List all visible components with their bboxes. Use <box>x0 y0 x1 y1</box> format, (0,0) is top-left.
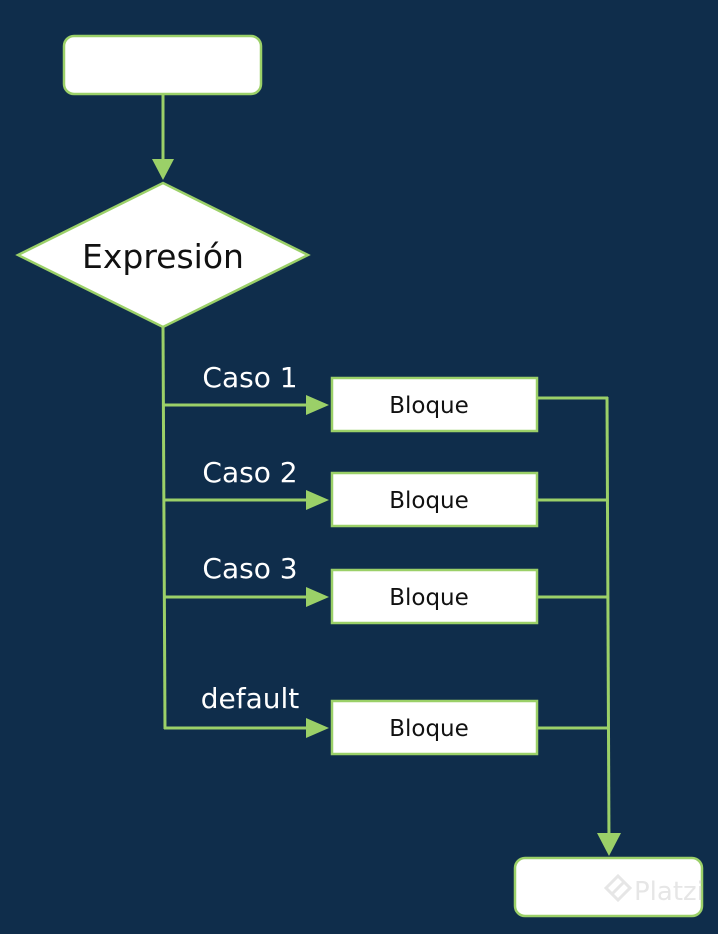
block-label-1: Bloque <box>389 393 469 419</box>
case-label-2: Caso 2 <box>202 456 297 489</box>
platzi-watermark: Platzi <box>603 873 704 907</box>
case-label-3: Caso 3 <box>202 552 297 585</box>
block-node-1 <box>330 376 539 433</box>
platzi-watermark-text: Platzi <box>634 877 704 907</box>
arrowhead-case-3 <box>306 587 329 607</box>
block-label-2: Bloque <box>389 488 469 514</box>
start-node <box>62 34 263 96</box>
block-label-default: Bloque <box>389 716 469 742</box>
arrowhead-to-end <box>597 833 621 856</box>
decision-label: Expresión <box>82 237 244 276</box>
arrowhead-case-default <box>306 718 329 738</box>
block-node-default <box>330 699 539 756</box>
arrowhead-case-2 <box>306 490 329 510</box>
arrowhead-case-1 <box>306 395 329 415</box>
connector-decision-trunk <box>161 326 167 730</box>
case-label-default: default <box>201 682 300 715</box>
arrowhead-start-to-decision <box>152 159 174 180</box>
block-label-3: Bloque <box>389 585 469 611</box>
end-node <box>513 856 704 918</box>
block-node-3 <box>330 568 539 625</box>
case-label-1: Caso 1 <box>202 361 297 394</box>
connector-merge-rail <box>605 396 611 847</box>
platzi-logo-icon <box>603 873 633 903</box>
